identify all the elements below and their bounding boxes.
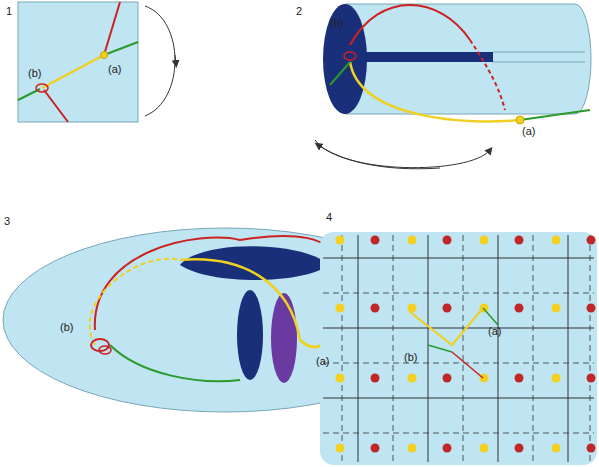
square-panel xyxy=(18,2,176,122)
point-label: (b) xyxy=(330,18,343,29)
point-label: (b) xyxy=(404,352,417,363)
point-label: (b) xyxy=(28,68,41,79)
lattice-panel xyxy=(320,232,597,465)
point-label: (a) xyxy=(488,326,501,337)
point-label: (b) xyxy=(60,322,73,333)
point-label: (a) xyxy=(316,356,329,367)
panel-number: 4 xyxy=(326,212,332,223)
panel-number: 3 xyxy=(4,216,10,227)
cylinder-panel xyxy=(315,4,591,169)
panel-number: 1 xyxy=(6,6,12,17)
panel-number: 2 xyxy=(296,6,302,17)
point-label: (a) xyxy=(108,64,121,75)
point-label: (a) xyxy=(522,126,535,137)
